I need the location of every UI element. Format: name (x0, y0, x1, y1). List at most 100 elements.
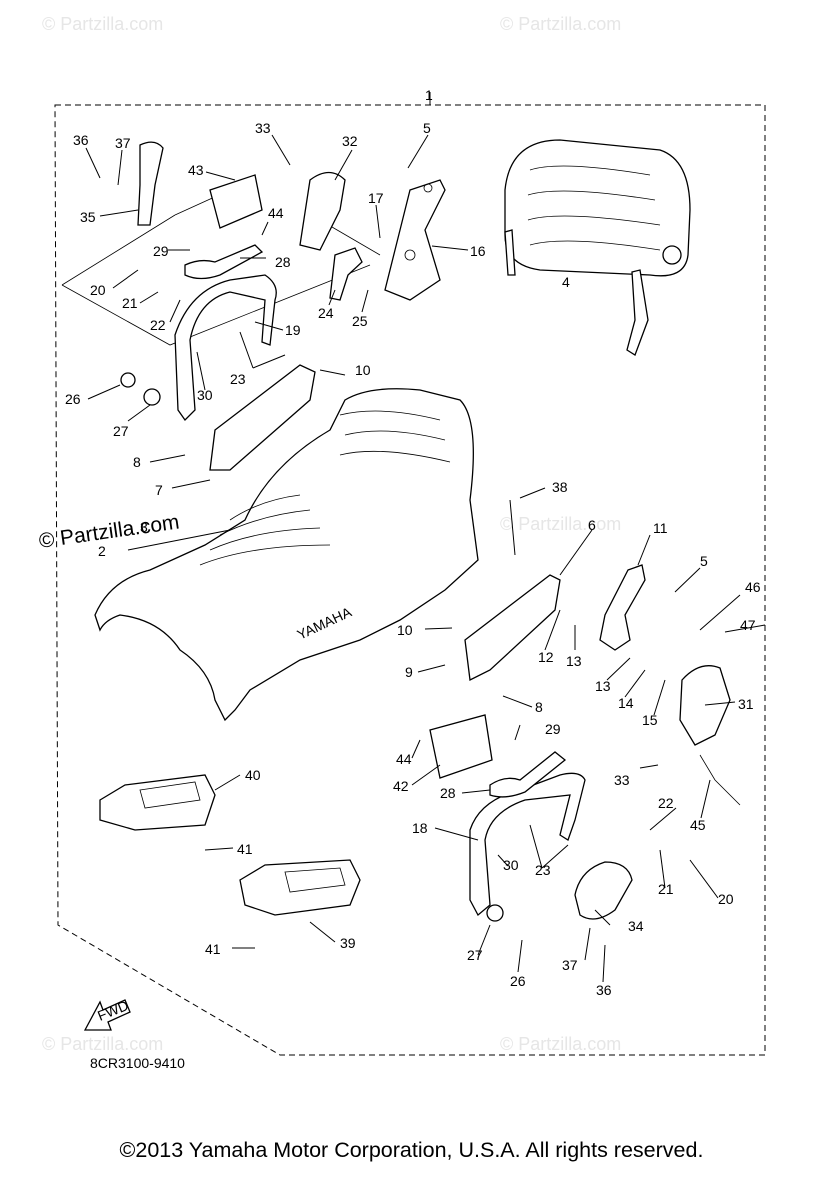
upper-cover (299, 171, 346, 251)
callout-32: 32 (342, 133, 358, 149)
grab-bar-right (469, 772, 586, 917)
callout-12: 12 (538, 649, 554, 665)
callout-43: 43 (188, 162, 204, 178)
fwd-arrow: FWD (83, 997, 131, 1031)
callout-29: 29 (153, 243, 169, 259)
side-bracket (137, 141, 164, 226)
diagram-code: 8CR3100-9410 (90, 1055, 185, 1071)
callout-37: 37 (115, 135, 131, 151)
callout-9: 9 (405, 664, 413, 680)
callout-13: 13 (595, 678, 611, 694)
callout-8: 8 (133, 454, 141, 470)
callout-33: 33 (255, 120, 271, 136)
callout-26: 26 (65, 391, 81, 407)
small-bracket (329, 247, 363, 301)
spacer (143, 388, 161, 406)
callout-1: 1 (425, 87, 433, 103)
callout-2: 2 (98, 543, 106, 559)
spacer-right (486, 904, 504, 922)
callout-38: 38 (552, 479, 568, 495)
callout-28: 28 (275, 254, 291, 270)
callout-44: 44 (268, 205, 284, 221)
callout-15: 15 (642, 712, 658, 728)
callout-46: 46 (745, 579, 761, 595)
callout-47: 47 (740, 617, 756, 633)
pad-lower (239, 859, 361, 916)
callout-41: 41 (237, 841, 253, 857)
subkit-outline (174, 189, 381, 256)
callout-4: 4 (562, 274, 570, 290)
callout-27: 27 (467, 947, 483, 963)
callout-8: 8 (535, 699, 543, 715)
callout-10: 10 (397, 622, 413, 638)
callout-18: 18 (412, 820, 428, 836)
callout-31: 31 (738, 696, 754, 712)
callout-13: 13 (566, 653, 582, 669)
leader-lines (85, 134, 766, 983)
callout-23: 23 (535, 862, 551, 878)
callout-3: 3 (140, 519, 148, 535)
callout-28: 28 (440, 785, 456, 801)
plate-right (429, 714, 493, 779)
callout-41: 41 (205, 941, 221, 957)
callout-26: 26 (510, 973, 526, 989)
callout-21: 21 (658, 881, 674, 897)
watermark: © Partzilla.com (500, 1034, 621, 1054)
side-cover-right (574, 861, 633, 920)
callout-20: 20 (718, 891, 734, 907)
knuckle (184, 244, 264, 280)
callout-45: 45 (690, 817, 706, 833)
watermark: © Partzilla.com (500, 514, 621, 534)
strap (509, 499, 516, 556)
callout-11: 11 (653, 520, 668, 536)
callout-35: 35 (80, 209, 96, 225)
copyright-footer: ©2013 Yamaha Motor Corporation, U.S.A. A… (119, 1138, 704, 1162)
backrest (504, 139, 691, 356)
callout-5: 5 (423, 120, 431, 136)
callout-42: 42 (393, 778, 409, 794)
mount-plate-right (464, 574, 561, 681)
callout-40: 40 (245, 767, 261, 783)
seat: YAMAHA (94, 388, 479, 722)
watermark: © Partzilla.com (42, 1034, 163, 1054)
grab-bar (174, 274, 277, 422)
callout-30: 30 (197, 387, 213, 403)
callout-16: 16 (470, 243, 486, 259)
callouts: 1 2 3 4 5 5 6 7 8 8 9 10 10 11 12 13 13 … (65, 87, 761, 998)
callout-25: 25 (352, 313, 368, 329)
right-bracket (599, 564, 646, 651)
callout-19: 19 (285, 322, 301, 338)
callout-44: 44 (396, 751, 412, 767)
callout-20: 20 (90, 282, 106, 298)
subkit-outline (61, 214, 371, 346)
watermark: © Partzilla.com (500, 14, 621, 34)
callout-33: 33 (614, 772, 630, 788)
callout-24: 24 (318, 305, 334, 321)
callout-34: 34 (628, 918, 644, 934)
callout-22: 22 (658, 795, 674, 811)
callout-21: 21 (122, 295, 138, 311)
knuckle-right (489, 751, 567, 798)
callout-29: 29 (545, 721, 561, 737)
callout-36: 36 (596, 982, 612, 998)
callout-7: 7 (155, 482, 163, 498)
knob (120, 372, 136, 388)
callout-5: 5 (700, 553, 708, 569)
callout-6: 6 (588, 517, 596, 533)
pad-upper (99, 774, 216, 831)
upper-bracket (384, 179, 446, 301)
wire (699, 754, 741, 806)
callout-27: 27 (113, 423, 129, 439)
callout-36: 36 (73, 132, 89, 148)
watermark: © Partzilla.com (42, 14, 163, 34)
mount-plate (209, 364, 316, 471)
cover-right (679, 665, 731, 746)
callout-22: 22 (150, 317, 166, 333)
callout-14: 14 (618, 695, 634, 711)
plate (209, 174, 263, 229)
callout-30: 30 (503, 857, 519, 873)
callout-17: 17 (368, 190, 384, 206)
callout-23: 23 (230, 371, 246, 387)
callout-39: 39 (340, 935, 356, 951)
